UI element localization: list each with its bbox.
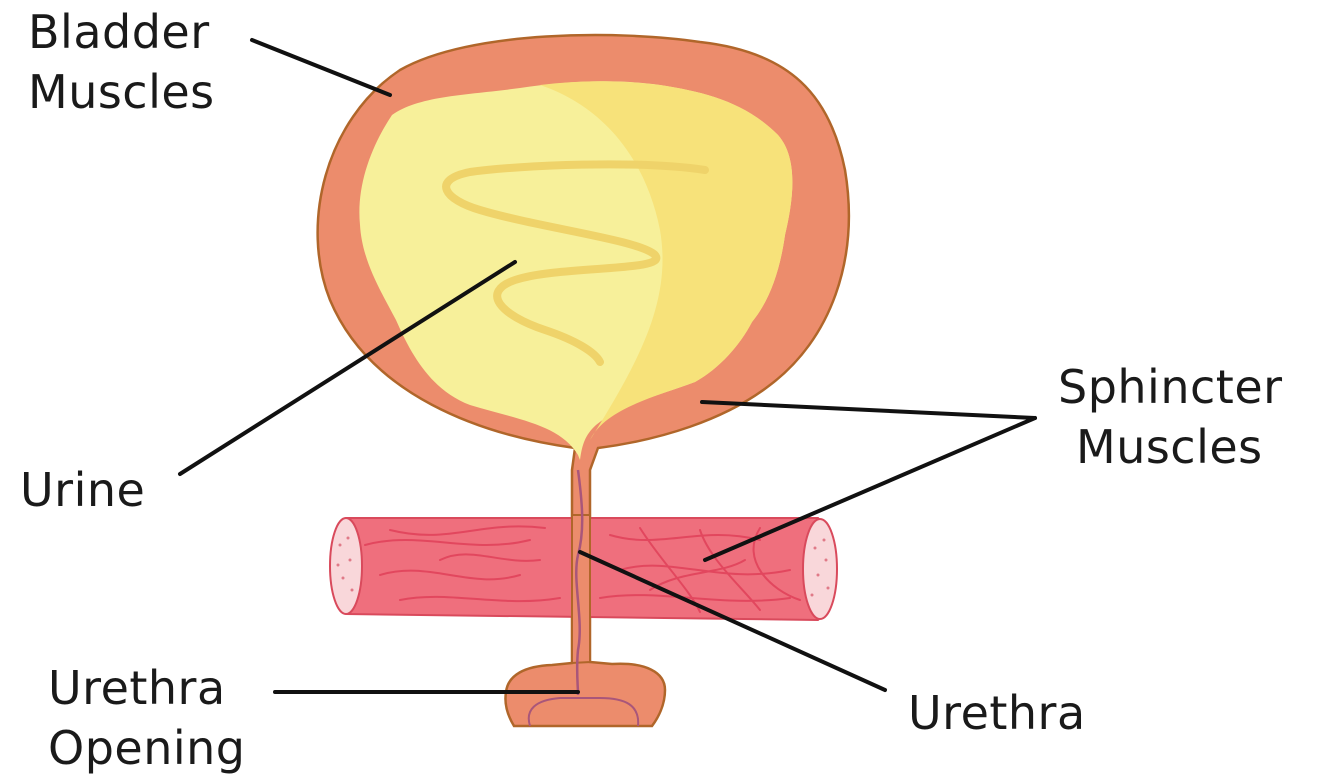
- leader-sphincter-top: [702, 402, 1035, 418]
- leader-sphincter-bottom: [705, 418, 1035, 560]
- label-urethra-opening-line1: Urethra: [48, 658, 246, 718]
- label-bladder-muscles-line1: Bladder: [28, 2, 215, 62]
- label-sphincter-muscles-line2: Muscles: [1058, 417, 1283, 477]
- label-sphincter-muscles-line1: Sphincter: [1058, 357, 1283, 417]
- label-urethra-opening: Urethra Opening: [48, 658, 246, 778]
- label-sphincter-muscles: Sphincter Muscles: [1058, 357, 1283, 477]
- label-urine: Urine: [20, 460, 145, 520]
- label-urethra: Urethra: [908, 683, 1086, 743]
- label-bladder-muscles: Bladder Muscles: [28, 2, 215, 122]
- label-urethra-opening-line2: Opening: [48, 718, 246, 778]
- leader-bladder-muscles: [252, 40, 390, 95]
- label-bladder-muscles-line2: Muscles: [28, 62, 215, 122]
